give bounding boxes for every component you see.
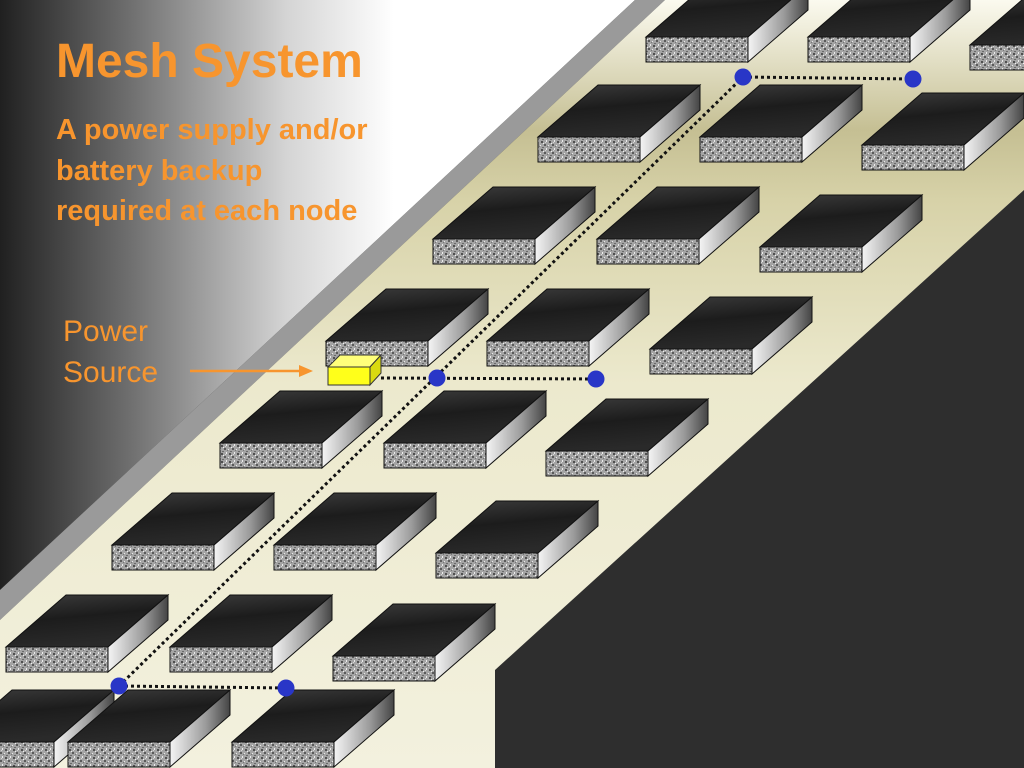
node-icon	[734, 68, 752, 86]
tile	[66, 688, 232, 768]
tile	[544, 397, 710, 478]
mesh-link	[117, 75, 745, 688]
tile	[595, 185, 761, 266]
power-source-label-line1: Power	[63, 315, 149, 348]
tile	[968, 0, 1024, 71]
tile	[272, 491, 438, 572]
tile	[218, 389, 384, 470]
tile	[644, 0, 809, 64]
node-icon	[110, 677, 128, 695]
mesh-link	[118, 684, 287, 690]
page-title: Mesh System	[56, 35, 363, 88]
tile	[4, 593, 170, 674]
tile	[485, 287, 651, 368]
node-icon	[428, 369, 446, 387]
power-source-label-line2: Source	[63, 356, 159, 389]
tile	[331, 602, 497, 683]
mesh-nodes	[110, 68, 922, 697]
node-icon	[587, 370, 605, 388]
tile	[434, 499, 600, 580]
tile	[168, 593, 334, 674]
tile	[698, 83, 864, 164]
subtitle: A power supply and/or battery backup req…	[56, 114, 368, 227]
tile	[230, 688, 396, 768]
node-icon	[904, 70, 922, 88]
power-source-arrow	[190, 365, 313, 377]
mesh-links	[117, 75, 914, 690]
tile	[860, 92, 1024, 172]
tile	[431, 185, 597, 266]
tile	[110, 491, 276, 572]
tile	[758, 193, 924, 274]
tile	[536, 83, 702, 164]
tile	[806, 0, 971, 64]
tile	[382, 389, 548, 470]
tile	[648, 295, 814, 376]
power-source-box	[326, 353, 383, 387]
mesh-link	[742, 75, 914, 81]
node-icon	[277, 679, 295, 697]
tile	[324, 287, 490, 368]
